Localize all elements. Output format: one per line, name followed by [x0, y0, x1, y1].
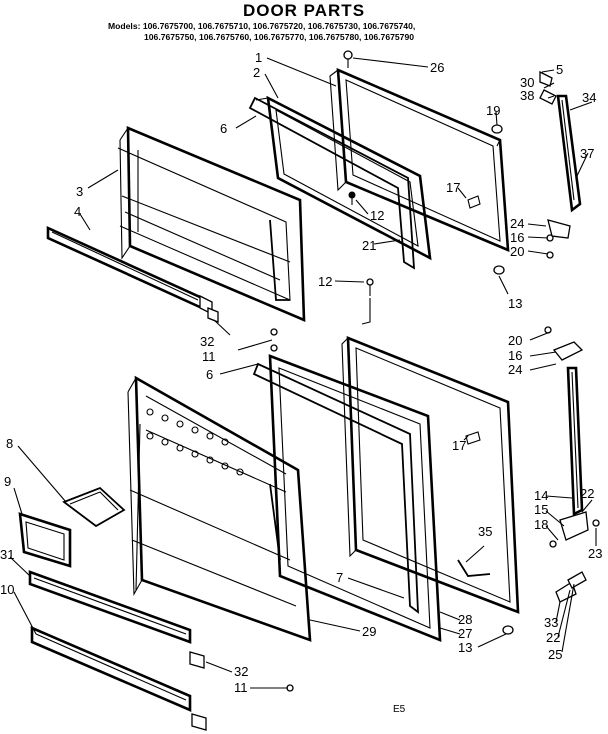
lower-door-outer-panel	[341, 336, 520, 614]
callout-3: 3	[76, 184, 83, 199]
upper-inner-liner	[117, 126, 306, 322]
callout-1: 1	[255, 50, 262, 65]
upper-shelf-rail	[46, 225, 213, 316]
page-title: DOOR PARTS	[242, 1, 366, 20]
models-line-2: 106.7675750, 106.7675760, 106.7675770, 1…	[144, 32, 415, 42]
leader-lines	[9, 57, 597, 689]
callout-20-upper: 20	[510, 244, 524, 259]
callout-32-lower: 32	[234, 664, 248, 679]
callout-29: 29	[362, 624, 376, 639]
page-code: E5	[393, 704, 406, 715]
lower-clips	[189, 651, 294, 731]
callout-16-upper: 16	[510, 230, 524, 245]
callout-4: 4	[74, 204, 81, 219]
callout-numbers: 1 2 26 6 19 5 30 38 34 37 3 4 12 17 21 2…	[0, 50, 602, 695]
upper-hinge-bar	[539, 70, 582, 239]
callout-5: 5	[556, 62, 563, 77]
lower-door-gasket	[268, 354, 442, 642]
callout-32-upper: 32	[200, 334, 214, 349]
models-label: Models:	[108, 21, 141, 31]
callout-28: 28	[458, 612, 472, 627]
callout-15: 15	[534, 502, 548, 517]
callout-20-lower: 20	[508, 333, 522, 348]
callout-9: 9	[4, 474, 11, 489]
callout-8: 8	[6, 436, 13, 451]
butter-bin	[18, 512, 72, 568]
callout-17-lower: 17	[452, 438, 466, 453]
butter-door	[62, 486, 126, 528]
callout-14: 14	[534, 488, 548, 503]
callout-24-lower: 24	[508, 362, 522, 377]
callout-11-lower: 11	[234, 680, 248, 695]
shelf-retainer-31	[28, 570, 192, 644]
callout-10: 10	[0, 582, 14, 597]
callout-6: 6	[220, 121, 227, 136]
upper-door-outer-panel	[329, 67, 510, 253]
lower-small-parts	[457, 431, 514, 635]
callout-24-upper: 24	[510, 216, 524, 231]
callout-2: 2	[253, 65, 260, 80]
callout-13-upper: 13	[508, 296, 522, 311]
upper-small-parts	[207, 50, 554, 352]
callout-22-lower: 22	[546, 630, 560, 645]
shelf-retainer-10	[30, 626, 192, 712]
callout-12-upper: 12	[370, 208, 384, 223]
lower-inner-liner	[127, 375, 312, 642]
callout-13-lower: 13	[458, 640, 472, 655]
callout-17-upper: 17	[446, 180, 460, 195]
callout-22-upper: 22	[580, 486, 594, 501]
upper-breaker-strip	[248, 96, 416, 270]
callout-16-lower: 16	[508, 348, 522, 363]
callout-21: 21	[362, 238, 376, 253]
callout-34: 34	[582, 90, 596, 105]
callout-23: 23	[588, 546, 602, 561]
lower-breaker-strip	[252, 362, 419, 614]
callout-7: 7	[336, 570, 343, 585]
callout-30: 30	[520, 75, 534, 90]
callout-18: 18	[534, 517, 548, 532]
callout-19: 19	[486, 103, 500, 118]
lower-hinge-bar	[544, 326, 600, 603]
callout-6-lower: 6	[206, 367, 213, 382]
callout-27: 27	[458, 626, 472, 641]
model-list: Models: 106.7675700, 106.7675710, 106.76…	[108, 21, 548, 43]
models-line-1: 106.7675700, 106.7675710, 106.7675720, 1…	[142, 21, 416, 31]
callout-35: 35	[478, 524, 492, 539]
callout-33: 33	[544, 615, 558, 630]
callout-38: 38	[520, 88, 534, 103]
callout-12-mid: 12	[318, 274, 332, 289]
callout-11-upper: 11	[202, 349, 216, 364]
callout-26: 26	[430, 60, 444, 75]
callout-37: 37	[580, 146, 594, 161]
callout-31: 31	[0, 547, 14, 562]
callout-25: 25	[548, 647, 562, 662]
